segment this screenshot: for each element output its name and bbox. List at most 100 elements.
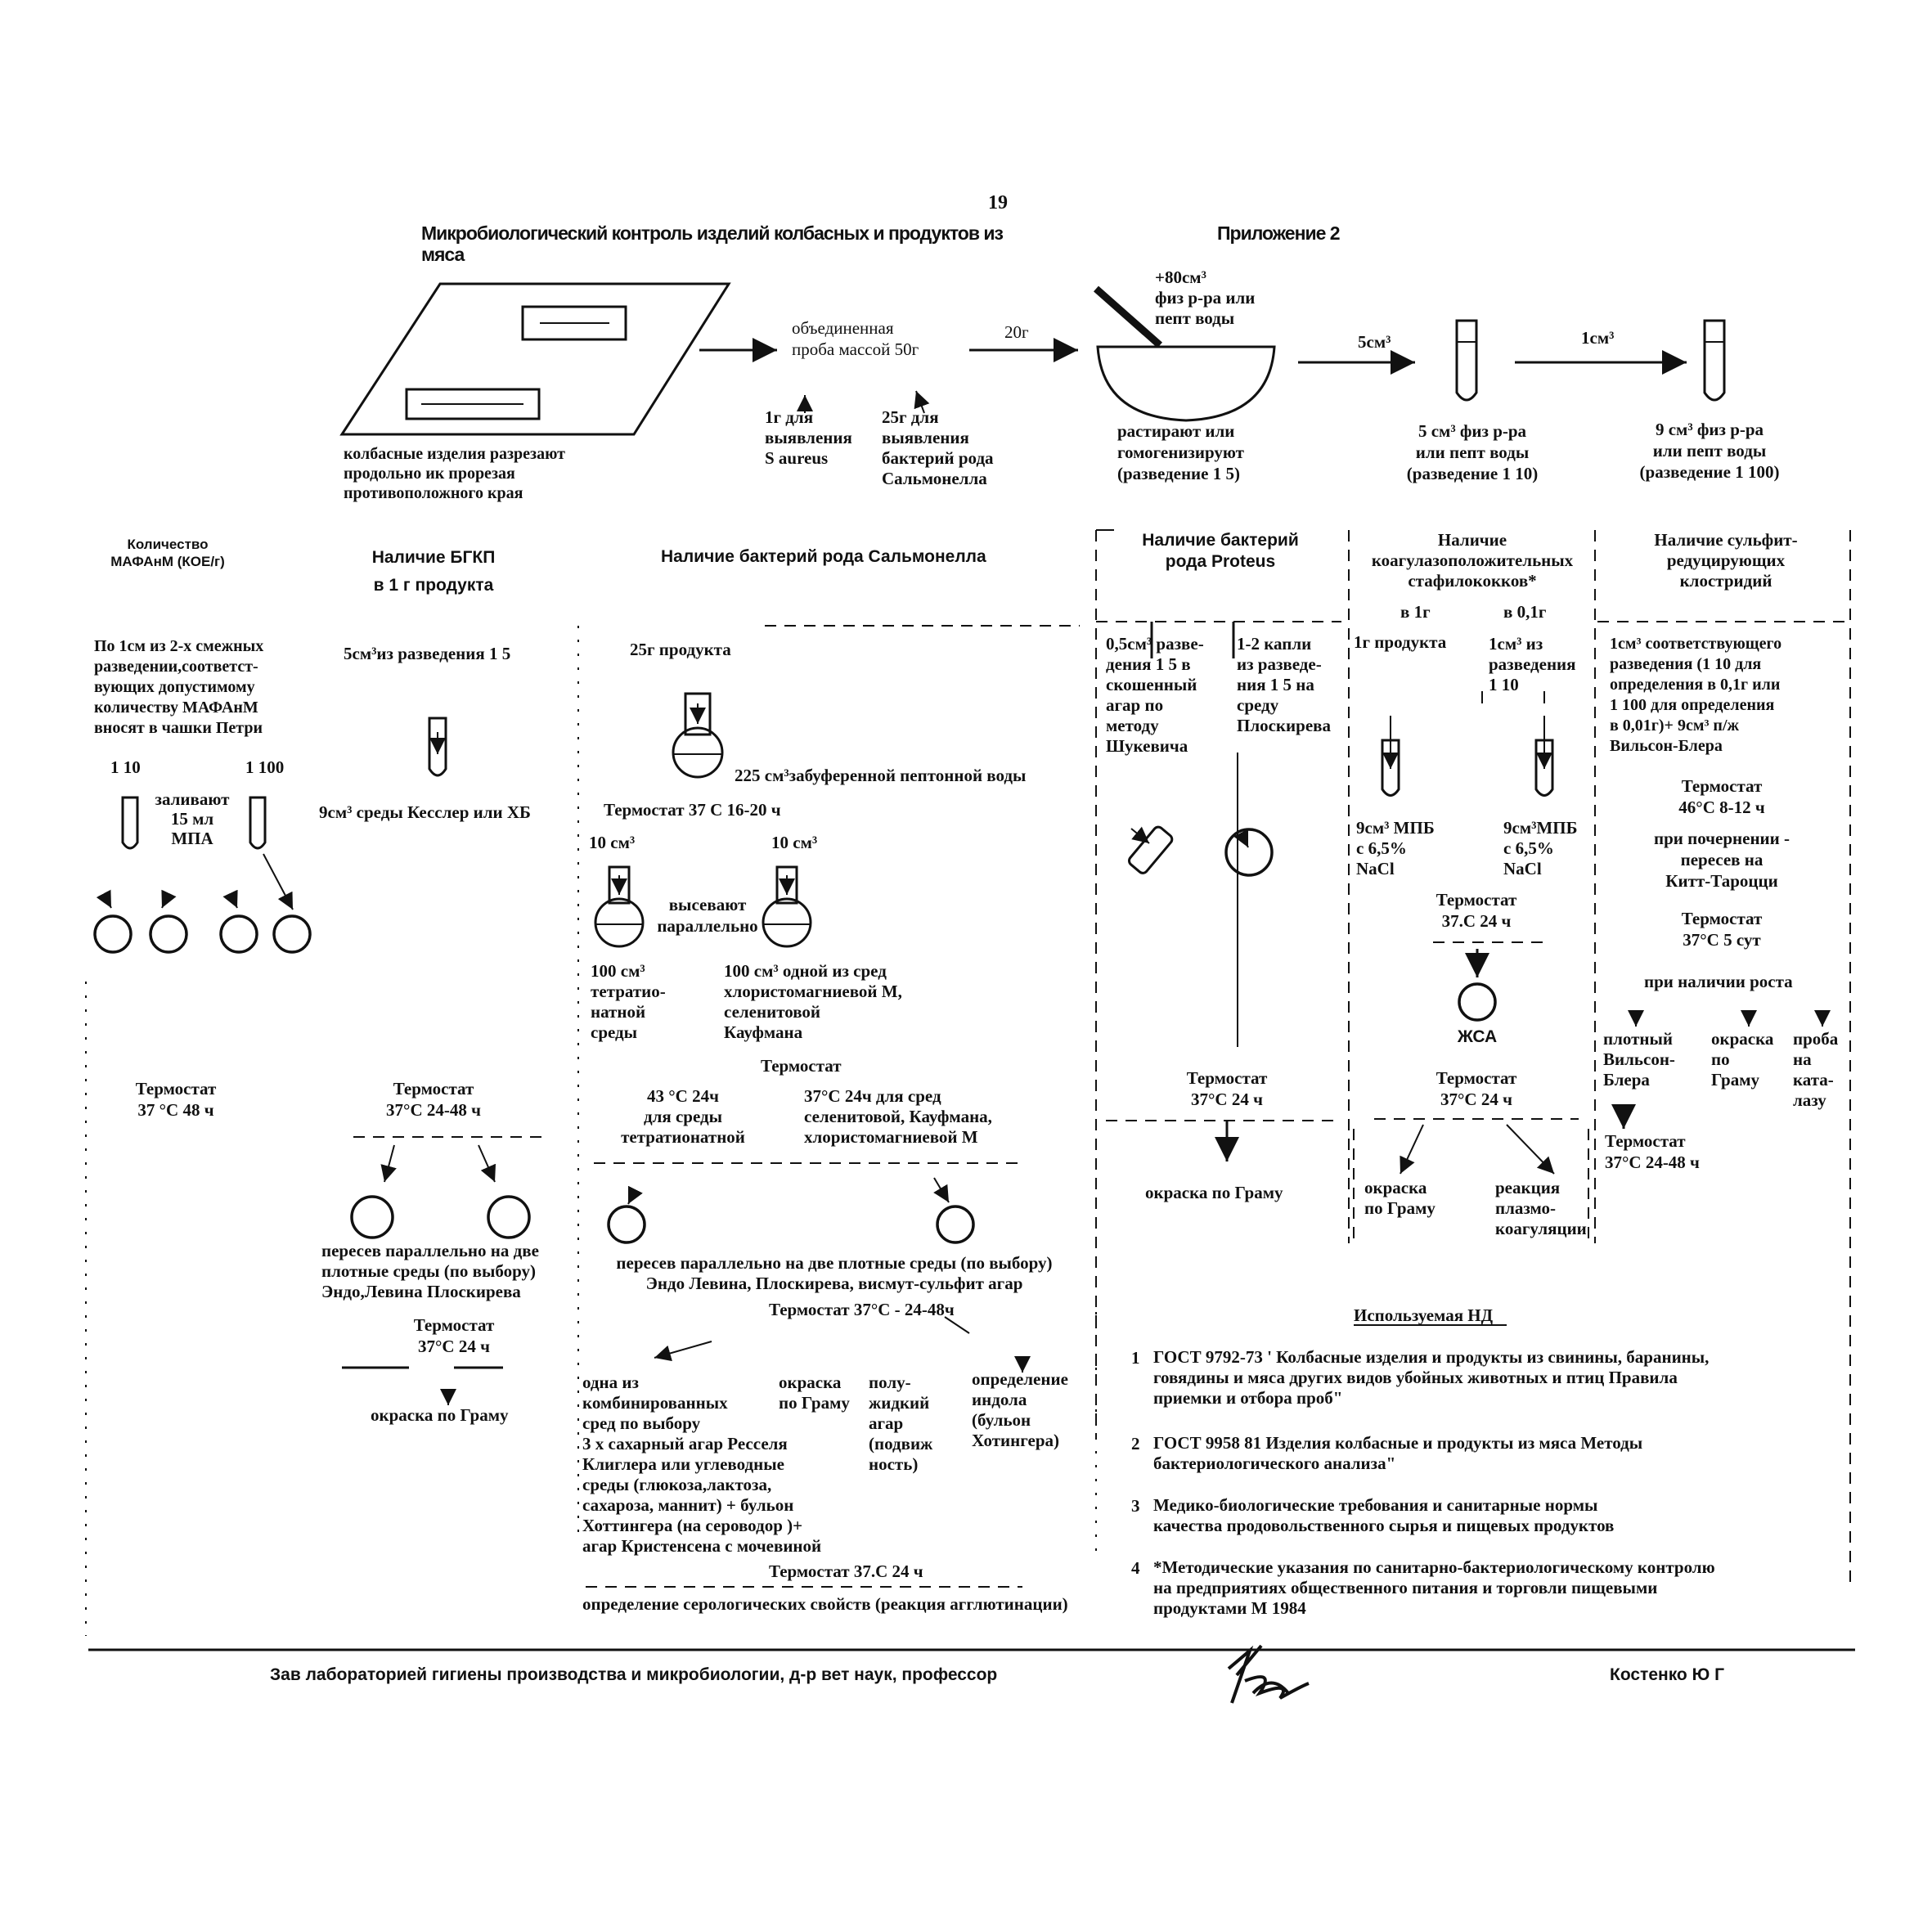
combined-sample-label: объединенная проба массой 50г bbox=[792, 318, 919, 359]
petri-dish-icon bbox=[1458, 982, 1497, 1022]
petri-dish-icon bbox=[487, 1195, 531, 1239]
bgkp-medium: 9см³ среды Кесслер или ХБ bbox=[319, 802, 531, 822]
proteus-incubation: Термостат 37°С 24 ч bbox=[1186, 1068, 1268, 1109]
footer-name: Костенко Ю Г bbox=[1610, 1665, 1724, 1684]
bgkp-incubation-1: Термостат 37°С 24-48 ч bbox=[386, 1079, 481, 1120]
staph-gram: окраска по Граму bbox=[1364, 1178, 1436, 1218]
footer-position: Зав лабораторией гигиены производства и … bbox=[270, 1665, 998, 1684]
test-tube-icon-staph-01g bbox=[1534, 739, 1554, 797]
clostridia-method: 1см³ соответствующего разведения (1 10 д… bbox=[1610, 635, 1782, 755]
salmonella-parallel: высевают параллельно bbox=[657, 895, 758, 936]
staph-plate-label: ЖСА bbox=[1457, 1027, 1498, 1046]
reference-item: *Методические указания по санитарно-бакт… bbox=[1153, 1557, 1715, 1618]
bgkp-inoculum: 5см³из разведения 1 5 bbox=[344, 644, 511, 663]
salmonella-indole: определение индола (бульон Хотингера) bbox=[972, 1369, 1068, 1450]
tube-dilution-100-label: 9 см³ физ р-ра или пепт воды (разведение… bbox=[1639, 420, 1780, 482]
salmonella-incubation-1: Термостат 37 С 16-20 ч bbox=[604, 800, 781, 820]
mortar-pestle-icon bbox=[1094, 285, 1276, 422]
petri-dish-icon bbox=[936, 1205, 975, 1244]
salmonella-temp-other: 37°С 24ч для сред селенитовой, Кауфмана,… bbox=[804, 1086, 992, 1147]
staph-header: Наличие коагулазоположительных стафилоко… bbox=[1371, 530, 1574, 591]
salmonella-semisolid: полу- жидкий агар (подвиж ность) bbox=[869, 1373, 933, 1474]
salmonella-product: 25г продукта bbox=[630, 640, 731, 659]
salmonella-aliquot-left: 10 см³ bbox=[589, 833, 636, 852]
staph-broth-1: 9см³ МПБ с 6,5% NaCl bbox=[1356, 818, 1435, 878]
staph-incubation-2: Термостат 37°С 24 ч bbox=[1436, 1068, 1517, 1109]
petri-dish-icon bbox=[93, 914, 133, 954]
page-number: 19 bbox=[988, 192, 1008, 213]
petri-dish-icon bbox=[149, 914, 188, 954]
references-heading: Используемая НД bbox=[1354, 1305, 1494, 1325]
staph-sample-1g: 1г продукта bbox=[1354, 632, 1447, 652]
salmonella-portion-label: 25г для выявления бактерий рода Сальмоне… bbox=[882, 407, 994, 488]
staph-broth-2: 9см³МПБ с 6,5% NaCl bbox=[1503, 818, 1578, 878]
proteus-header: Наличие бактерий рода Proteus bbox=[1142, 531, 1299, 571]
tube-dilution-10-label: 5 см³ физ р-ра или пепт воды (разведение… bbox=[1406, 421, 1539, 483]
s-aureus-portion-label: 1г для выявления S aureus bbox=[765, 407, 852, 468]
signature-image bbox=[1227, 1644, 1310, 1704]
salmonella-incubation-2: Термостат bbox=[761, 1056, 842, 1076]
test-tube-icon-mafanm-100 bbox=[249, 796, 267, 850]
salmonella-header: Наличие бактерий рода Сальмонелла bbox=[661, 547, 986, 566]
staph-sample-01g: 1см³ из разведения 1 10 bbox=[1489, 634, 1576, 694]
mafanm-pour-label: заливают 15 мл МПА bbox=[155, 789, 230, 848]
petri-dish-icon bbox=[219, 914, 258, 954]
salmonella-incubation-4: Термостат 37.С 24 ч bbox=[769, 1561, 923, 1581]
salmonella-aliquot-right: 10 см³ bbox=[771, 833, 818, 852]
reference-number: 1 bbox=[1131, 1348, 1140, 1368]
mafanm-dilution-10: 1 10 bbox=[110, 757, 141, 777]
slant-tube-icon bbox=[1127, 825, 1174, 874]
proteus-method-plate: 1-2 капли из разведе- ния 1 5 на среду П… bbox=[1237, 634, 1331, 735]
petri-dish-icon bbox=[350, 1195, 394, 1239]
reference-item: ГОСТ 9792-73 ' Колбасные изделия и проду… bbox=[1153, 1347, 1710, 1408]
clostridia-incubation-3: Термостат 37°С 24-48 ч bbox=[1605, 1131, 1700, 1172]
flask-icon-other-media bbox=[762, 865, 812, 948]
salmonella-other-media: 100 см³ одной из сред хлористомагниевой … bbox=[724, 961, 902, 1042]
petri-dish-icon bbox=[272, 914, 312, 954]
test-tube-icon-bgkp bbox=[428, 717, 447, 777]
bgkp-gram: окраска по Граму bbox=[371, 1405, 509, 1425]
appendix-label: Приложение 2 bbox=[1217, 222, 1341, 244]
reference-number: 4 bbox=[1131, 1558, 1140, 1578]
reference-number: 2 bbox=[1131, 1434, 1140, 1453]
test-tube-icon-dilution-10 bbox=[1455, 319, 1478, 402]
test-tube-icon-dilution-100 bbox=[1703, 319, 1726, 402]
mafanm-dilution-100: 1 100 bbox=[245, 757, 285, 777]
clostridia-catalase: проба на ката- лазу bbox=[1793, 1029, 1839, 1110]
mafanm-header: Количество МАФАнМ (КОЕ/г) bbox=[110, 537, 225, 569]
salmonella-subculture: пересев параллельно на две плотные среды… bbox=[616, 1253, 1053, 1293]
mafanm-method: По 1см из 2-х смежных разведении,соответ… bbox=[94, 637, 264, 737]
test-tube-icon-mafanm-10 bbox=[121, 796, 139, 850]
bgkp-subculture: пересев параллельно на две плотные среды… bbox=[321, 1241, 539, 1301]
page-title: Микробиологический контроль изделий колб… bbox=[421, 222, 1004, 265]
petri-dish-icon bbox=[1224, 828, 1274, 877]
clostridia-blackening: при почернении - пересев на Китт-Тароцци bbox=[1654, 829, 1790, 891]
clostridia-gram: окраска по Граму bbox=[1711, 1029, 1774, 1090]
salmonella-temp-tetra: 43 °С 24ч для среды тетратионатной bbox=[621, 1086, 745, 1147]
salmonella-incubation-3: Термостат 37°С - 24-48ч bbox=[769, 1300, 955, 1319]
bgkp-header: Наличие БГКП в 1 г продукта bbox=[371, 548, 496, 595]
salmonella-tetrathionate: 100 см³ тетратио- натной среды bbox=[591, 961, 666, 1042]
flask-icon-buffered-peptone bbox=[672, 692, 724, 779]
salmonella-gram: окраска по Граму bbox=[779, 1373, 850, 1413]
staph-incubation-1: Термостат 37.С 24 ч bbox=[1436, 890, 1517, 931]
reference-item: Медико-биологические требования и санита… bbox=[1153, 1495, 1615, 1535]
staph-coagulase: реакция плазмо- коагуляции bbox=[1495, 1178, 1587, 1238]
salmonella-combined-media: одна из комбинированных сред по выбору 3… bbox=[582, 1373, 822, 1556]
transfer-5ml-label: 5см³ bbox=[1358, 332, 1391, 352]
reference-item: ГОСТ 9958 81 Изделия колбасные и продукт… bbox=[1153, 1433, 1643, 1473]
salmonella-buffer: 225 см³забуференной пептонной воды bbox=[735, 766, 1027, 785]
test-tube-icon-staph-1g bbox=[1381, 739, 1400, 797]
clostridia-incubation-1: Термостат 46°С 8-12 ч bbox=[1678, 776, 1765, 817]
staph-in-1g: в 1г bbox=[1400, 602, 1431, 622]
transfer-1ml-label: 1см³ bbox=[1581, 328, 1615, 348]
salmonella-serology: определение серологических свойств (реак… bbox=[582, 1594, 1068, 1614]
petri-dish-icon bbox=[607, 1205, 646, 1244]
cut-caption: колбасные изделия разрезают продольно ик… bbox=[344, 445, 565, 502]
arrow-salmonella-portion bbox=[914, 390, 930, 414]
clostridia-solid-medium: плотный Вильсон- Блера bbox=[1603, 1029, 1675, 1090]
clostridia-growth: при наличии роста bbox=[1644, 972, 1793, 991]
staph-in-01g: в 0,1г bbox=[1503, 602, 1547, 622]
clostridia-header: Наличие сульфит- редуцирующих клостридий bbox=[1654, 530, 1798, 591]
